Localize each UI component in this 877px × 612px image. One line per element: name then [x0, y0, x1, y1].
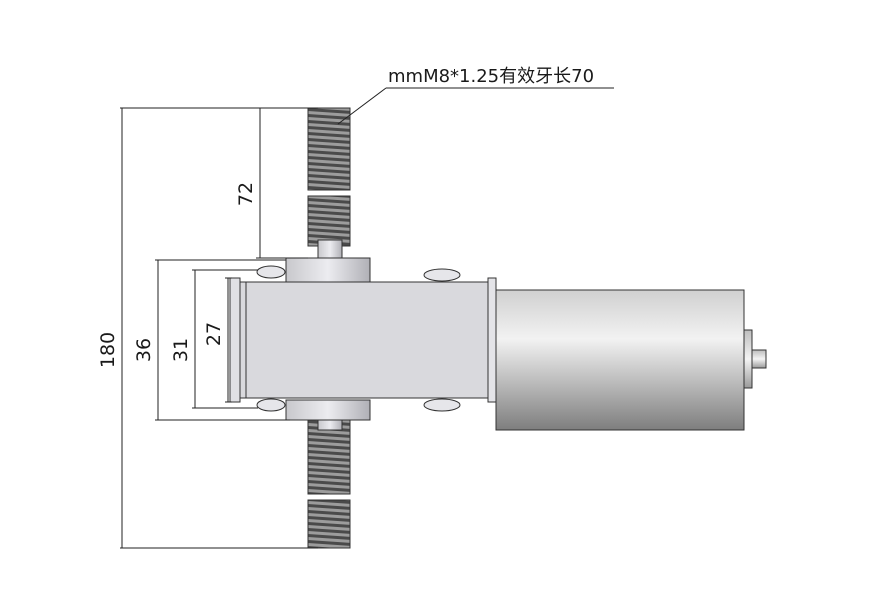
dim-label-36: 36 [133, 338, 155, 362]
nut-bottom [285, 399, 371, 421]
thread-segment-upper [307, 195, 351, 247]
gearbox-housing [239, 281, 489, 399]
washer-right-top [423, 268, 461, 282]
washer-left-bottom [256, 398, 286, 412]
motor [495, 289, 767, 431]
gearbox-front-plate [487, 277, 497, 403]
thread-callout-label: mmM8*1.25有效牙长70 [388, 66, 594, 87]
thread-segment-top [307, 107, 351, 191]
motor-shaft [751, 349, 767, 369]
nut-top-collar [317, 239, 343, 259]
washer-right-bottom [423, 398, 461, 412]
gearbox-body [229, 277, 497, 403]
dim-label-72: 72 [235, 182, 257, 206]
callout-leader [337, 87, 387, 125]
nut-assembly [256, 239, 461, 431]
thread-segment-bottom [307, 499, 351, 549]
dim-label-31: 31 [170, 338, 192, 362]
motor-can [495, 289, 745, 431]
washer-left-top [256, 265, 286, 279]
motor-end-cap [743, 329, 753, 389]
nut-top [285, 257, 371, 283]
gearbox-back-plate [229, 277, 241, 403]
nut-bottom-collar [317, 419, 343, 431]
dim-label-27: 27 [203, 322, 225, 346]
dim-label-180: 180 [97, 332, 119, 368]
dimension-lines [120, 87, 614, 549]
thread-segment-lower [307, 419, 351, 495]
